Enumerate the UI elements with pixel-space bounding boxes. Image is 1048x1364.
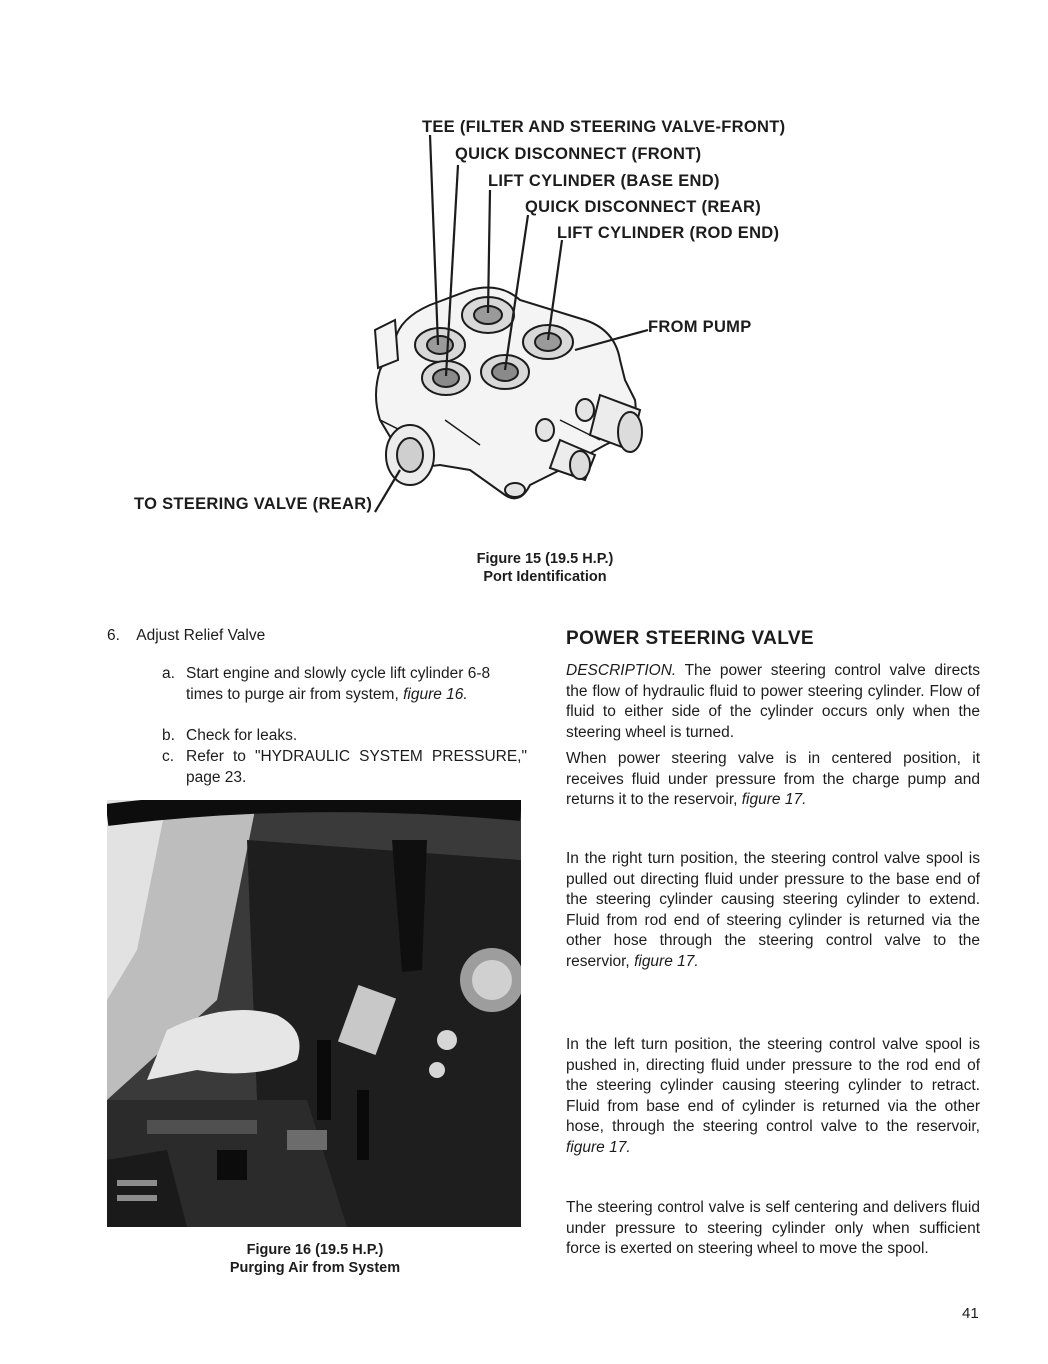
callout-lift-cylinder-base: LIFT CYLINDER (BASE END) <box>488 172 720 190</box>
right-turn-paragraph: In the right turn position, the steering… <box>566 849 980 972</box>
step-6: 6. Adjust Relief Valve <box>107 626 527 647</box>
substep-b: b. Check for leaks. <box>162 726 527 747</box>
left-turn-paragraph: In the left turn position, the steering … <box>566 1035 980 1158</box>
substep-a-label: a. <box>162 665 175 682</box>
substep-c: c. Refer to "HYDRAULIC SYSTEM PRESSURE,"… <box>162 747 527 788</box>
callout-quick-disconnect-front: QUICK DISCONNECT (FRONT) <box>455 145 702 163</box>
figure-16-caption: Figure 16 (19.5 H.P.) Purging Air from S… <box>170 1241 460 1277</box>
substep-a: a. Start engine and slowly cycle lift cy… <box>162 664 527 705</box>
valve-port-illustration <box>373 134 649 513</box>
substep-c-text: Refer to "HYDRAULIC SYSTEM PRESSURE," pa… <box>186 748 527 786</box>
figure-15-caption-subtitle: Port Identification <box>483 569 607 585</box>
substep-a-figure-ref: figure 16. <box>403 685 468 703</box>
substep-c-label: c. <box>162 748 175 765</box>
figure-16-caption-subtitle: Purging Air from System <box>229 1260 401 1276</box>
figure-15-caption: Figure 15 (19.5 H.P.) Port Identificatio… <box>420 550 670 586</box>
self-centering-paragraph: The steering control valve is self cente… <box>566 1199 980 1257</box>
callout-from-pump: FROM PUMP <box>648 318 752 336</box>
callout-lift-cylinder-rod: LIFT CYLINDER (ROD END) <box>557 224 780 242</box>
description-lead: DESCRIPTION. <box>566 662 677 679</box>
purging-air-photo <box>107 800 521 1227</box>
description-paragraph: DESCRIPTION. The power steering control … <box>566 661 980 743</box>
right-turn-figure-ref: figure 17. <box>634 952 699 970</box>
description-text: The power steering control valve directs… <box>566 662 980 741</box>
section-heading: POWER STEERING VALVE <box>566 628 814 649</box>
callout-to-steering-valve: TO STEERING VALVE (REAR) <box>134 495 373 513</box>
centered-position-figure-ref: figure 17. <box>741 791 807 808</box>
step-6-title: Adjust Relief Valve <box>136 627 266 644</box>
centered-position-paragraph: When power steering valve is in centered… <box>566 749 980 811</box>
callout-tee-filter: TEE (FILTER AND STEERING VALVE-FRONT) <box>422 118 786 136</box>
right-turn-text: In the right turn position, the steering… <box>566 850 980 970</box>
left-turn-text: In the left turn position, the steering … <box>566 1036 980 1135</box>
left-turn-figure-ref: figure 17. <box>566 1138 631 1156</box>
centered-position-text: When power steering valve is in centered… <box>566 750 980 808</box>
substep-b-text: Check for leaks. <box>186 727 298 744</box>
callout-quick-disconnect-rear: QUICK DISCONNECT (REAR) <box>525 198 762 216</box>
substep-a-text: Start engine and slowly cycle lift cylin… <box>186 665 491 703</box>
step-6-number: 6. <box>107 627 120 644</box>
figure-15-caption-title: Figure 15 (19.5 H.P.) <box>476 551 614 567</box>
figure-16-caption-title: Figure 16 (19.5 H.P.) <box>246 1242 384 1258</box>
substep-b-label: b. <box>162 727 175 744</box>
page-number: 41 <box>962 1305 979 1322</box>
